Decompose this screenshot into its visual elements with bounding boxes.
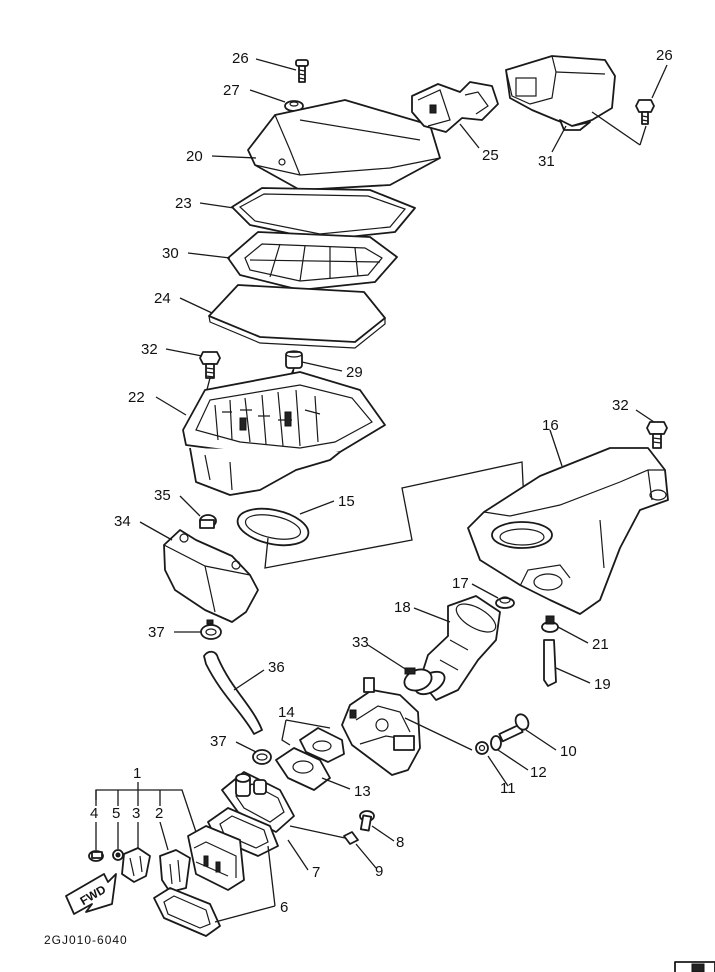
screw-10 xyxy=(498,713,530,743)
hose-36 xyxy=(203,650,263,735)
element-frame-30 xyxy=(227,231,398,291)
label-19: 19 xyxy=(594,676,611,693)
label-32-left: 32 xyxy=(141,341,158,358)
collar-29 xyxy=(285,350,303,369)
label-3: 3 xyxy=(132,805,140,822)
part-number-labels: 26 27 20 23 30 24 32 29 22 35 34 37 15 2… xyxy=(90,47,673,916)
bolt-8 xyxy=(359,810,375,832)
label-5: 5 xyxy=(112,805,120,822)
label-27: 27 xyxy=(223,82,240,99)
label-30: 30 xyxy=(162,245,179,262)
screw-4 xyxy=(88,850,104,862)
seal-ring-15 xyxy=(236,507,310,547)
page-corner-mark xyxy=(674,961,715,972)
label-32-right: 32 xyxy=(612,397,629,414)
label-6: 6 xyxy=(280,899,288,916)
label-29: 29 xyxy=(346,364,363,381)
label-11: 11 xyxy=(500,780,516,797)
reed-stopper-2 xyxy=(159,849,191,893)
label-10: 10 xyxy=(560,743,577,760)
bolt-32-left xyxy=(199,351,221,379)
joint-25 xyxy=(411,81,499,133)
drain-pipe-19 xyxy=(543,639,557,687)
leader-lines xyxy=(95,58,668,923)
screw-26-left xyxy=(295,59,309,83)
label-31: 31 xyxy=(538,153,555,170)
label-16: 16 xyxy=(542,417,559,434)
label-4: 4 xyxy=(90,805,98,822)
label-13: 13 xyxy=(354,783,371,800)
label-14: 14 xyxy=(278,704,295,721)
washer-5 xyxy=(112,849,124,861)
reed-3 xyxy=(121,847,151,883)
label-35: 35 xyxy=(154,487,171,504)
bolt-26-right xyxy=(635,99,655,125)
label-7: 7 xyxy=(312,864,320,881)
carburetor xyxy=(341,677,421,776)
label-17: 17 xyxy=(452,575,469,592)
label-26-right: 26 xyxy=(656,47,673,64)
label-37-upper: 37 xyxy=(148,624,165,641)
grommet-27 xyxy=(284,100,304,112)
label-33: 33 xyxy=(352,634,369,651)
forward-arrow-icon xyxy=(65,873,117,915)
label-20: 20 xyxy=(186,148,203,165)
label-23: 23 xyxy=(175,195,192,212)
air-box-case-22 xyxy=(182,371,386,496)
joint-plate-13 xyxy=(275,747,331,791)
grommet-17 xyxy=(495,596,515,609)
gasket-14 xyxy=(299,727,345,763)
clamp-33 xyxy=(403,667,433,692)
label-9: 9 xyxy=(375,863,383,880)
label-26-left: 26 xyxy=(232,50,249,67)
label-8: 8 xyxy=(396,834,404,851)
gasket-23 xyxy=(231,187,416,241)
washer-11 xyxy=(475,741,489,755)
clamp-37-lower xyxy=(252,749,272,765)
label-1: 1 xyxy=(133,765,141,782)
air-cleaner-case-16 xyxy=(467,447,669,615)
clamp-37-upper xyxy=(200,619,222,640)
air-box-cover-20 xyxy=(247,99,441,191)
label-15: 15 xyxy=(338,493,355,510)
air-filter-element-24 xyxy=(208,284,386,349)
label-22: 22 xyxy=(128,389,145,406)
bolt-32-right xyxy=(646,421,668,449)
plug-35 xyxy=(199,514,217,529)
grommet-21 xyxy=(541,615,559,633)
label-36: 36 xyxy=(268,659,285,676)
reed-plate-1 xyxy=(187,825,245,891)
label-21: 21 xyxy=(592,636,609,653)
intake-duct-31 xyxy=(505,55,616,131)
cover-34 xyxy=(163,529,259,623)
label-24: 24 xyxy=(154,290,171,307)
label-18: 18 xyxy=(394,599,411,616)
label-12: 12 xyxy=(530,764,547,781)
diagram-code: 2GJ010-6040 xyxy=(44,933,128,947)
o-ring-12 xyxy=(490,735,502,751)
label-25: 25 xyxy=(482,147,499,164)
gasket-6-lower xyxy=(153,887,221,937)
label-34: 34 xyxy=(114,513,131,530)
label-2: 2 xyxy=(155,805,163,822)
label-37-lower: 37 xyxy=(210,733,227,750)
clip-9 xyxy=(343,831,359,845)
